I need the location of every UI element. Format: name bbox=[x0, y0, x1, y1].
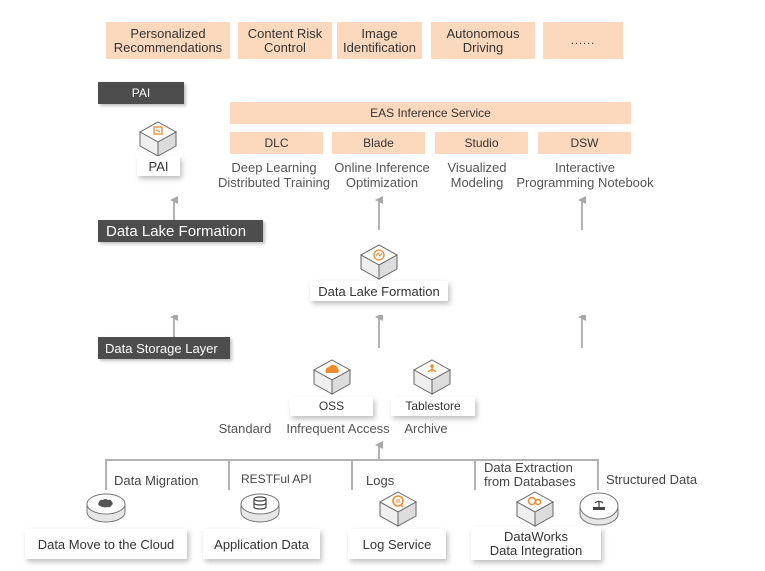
storage-layer-tag: Data Storage Layer bbox=[98, 337, 230, 359]
source-application-data: Application Data bbox=[203, 529, 320, 559]
tablestore-icon bbox=[412, 359, 452, 395]
storage-panel bbox=[98, 349, 660, 441]
channel-logs: Logs bbox=[366, 473, 395, 488]
oss-cloud-icon bbox=[312, 359, 352, 395]
structured-data-label: Structured Data bbox=[606, 472, 698, 487]
source-log-service: Log Service bbox=[348, 529, 446, 559]
module-dsw: DSW bbox=[538, 132, 631, 154]
storage-class-infrequent-access: Infrequent Access bbox=[286, 421, 390, 436]
data-lake-formation-icon bbox=[359, 244, 399, 280]
log-service-icon bbox=[378, 491, 418, 527]
storage-class-standard: Standard bbox=[218, 421, 272, 436]
channel-restful-api: RESTFul API bbox=[241, 472, 312, 486]
module-blade: Blade bbox=[332, 132, 425, 154]
cloud-migration-icon bbox=[86, 493, 126, 523]
tablestore-label: Tablestore bbox=[391, 397, 475, 416]
oss-label: OSS bbox=[290, 397, 373, 416]
module-dlc: DLC bbox=[230, 132, 323, 154]
router-icon bbox=[579, 492, 619, 526]
dataworks-icon bbox=[515, 491, 555, 527]
storage-class-archive: Archive bbox=[404, 421, 448, 436]
eas-inference-service: EAS Inference Service bbox=[230, 102, 631, 124]
dlf-layer-tag: Data Lake Formation bbox=[98, 220, 263, 242]
source-data-move-to-cloud: Data Move to the Cloud bbox=[25, 529, 187, 559]
channel-data-migration: Data Migration bbox=[114, 473, 199, 488]
dlf-product-label: Data Lake Formation bbox=[310, 281, 448, 301]
app-more: ...... bbox=[543, 22, 623, 59]
module-studio: Studio bbox=[435, 132, 528, 154]
database-icon bbox=[240, 493, 280, 523]
pai-product-label: PAI bbox=[137, 156, 180, 176]
pai-layer-tag: PAI bbox=[98, 82, 184, 104]
